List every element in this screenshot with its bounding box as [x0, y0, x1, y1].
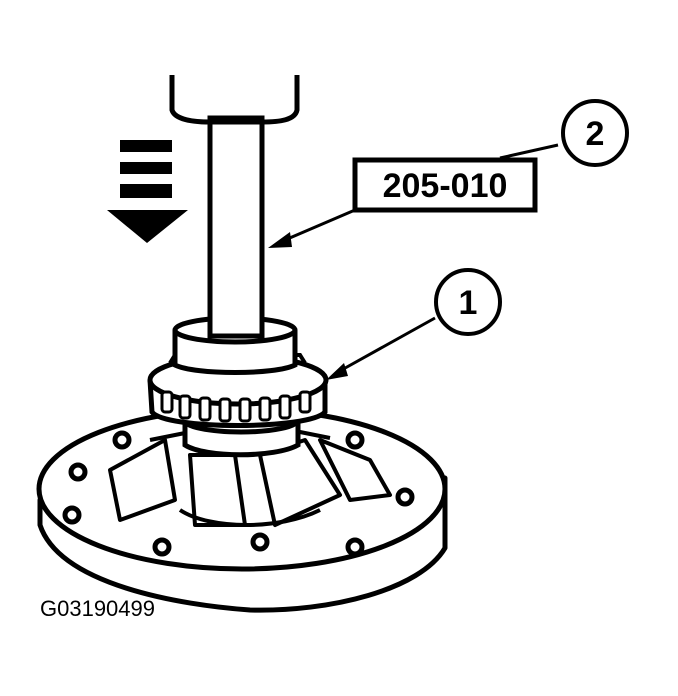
force-arrow-down — [107, 140, 188, 243]
tool-number-box: 205-010 — [268, 157, 538, 248]
callout-2: 2 — [499, 99, 629, 167]
installer-tool — [169, 75, 300, 375]
figure-id: G03190499 — [40, 596, 155, 621]
callout-1: 1 — [326, 268, 502, 380]
callout-1-number: 1 — [459, 284, 478, 322]
bearing-rollers — [160, 390, 312, 423]
tool-number-label: 205-010 — [383, 167, 508, 205]
callout-2-number: 2 — [586, 115, 605, 153]
